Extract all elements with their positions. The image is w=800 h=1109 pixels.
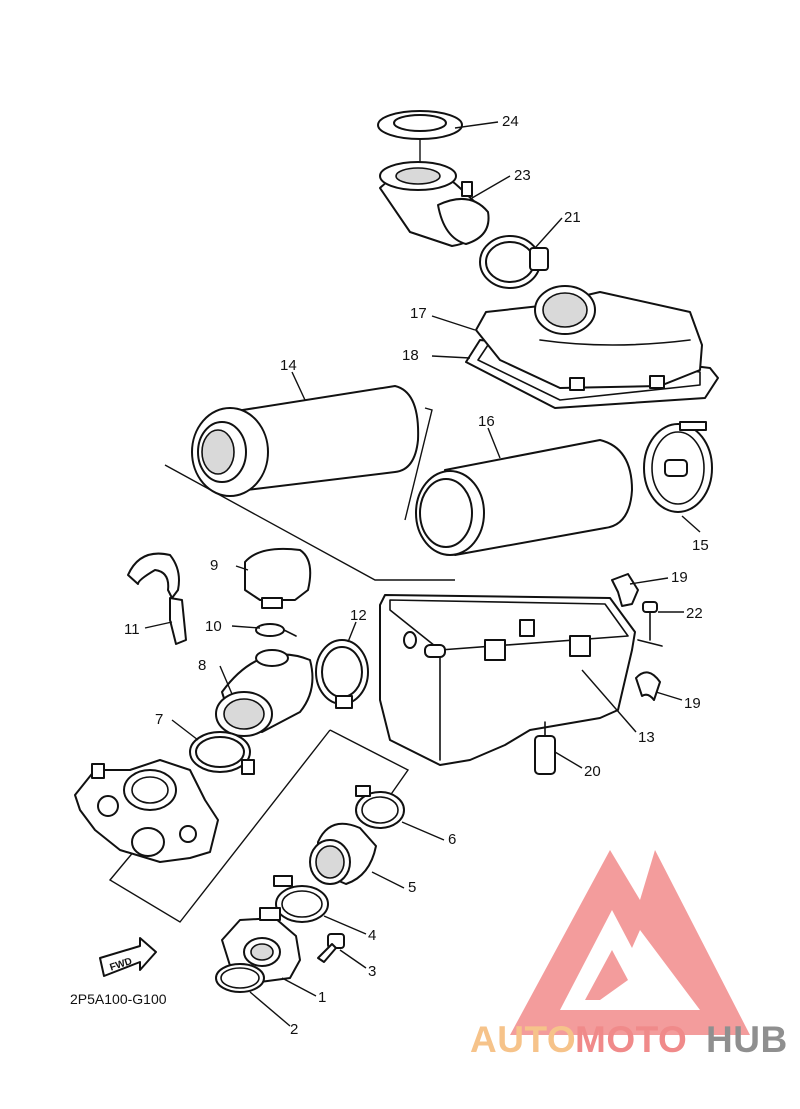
part-8-joint (215, 649, 314, 737)
callout-10: 10 (205, 618, 222, 635)
leader-lines (144, 121, 701, 1027)
callout-labels: 1 2 3 4 5 6 7 8 9 10 11 12 13 14 15 16 1… (124, 113, 709, 1038)
fwd-arrow-icon: FWD (99, 937, 157, 977)
part-15-end-cap (643, 421, 713, 513)
part-19-clip-lower (635, 671, 661, 701)
callout-19-lower: 19 (684, 695, 701, 712)
watermark-auto: AUTO (470, 1019, 576, 1060)
callout-11: 11 (124, 621, 140, 638)
throttle-body (74, 759, 219, 863)
part-3-bolt (317, 933, 345, 963)
part-13-airbox-case (379, 594, 636, 766)
part-23-intake-duct (379, 161, 490, 247)
diagram-code: 2P5A100-G100 (70, 991, 167, 1007)
part-11-hose (127, 552, 187, 645)
callout-7: 7 (155, 711, 163, 728)
part-9-cap (244, 547, 312, 609)
part-6-clamp (355, 785, 405, 829)
part-17-airbox-cover (475, 285, 703, 391)
part-21-clamp (479, 235, 549, 289)
part-24-seal (377, 110, 463, 140)
callout-2: 2 (290, 1021, 298, 1038)
callout-3: 3 (368, 963, 376, 980)
part-20-drain (534, 721, 556, 775)
callout-4: 4 (368, 927, 376, 944)
callout-23: 23 (514, 167, 531, 184)
part-16-filter-element (415, 439, 633, 556)
callout-1: 1 (318, 989, 326, 1006)
watermark-hub: HUB (706, 1019, 788, 1060)
part-10-o-ring (255, 623, 297, 637)
part-2-o-ring (215, 963, 265, 993)
callout-6: 6 (448, 831, 456, 848)
callout-24: 24 (502, 113, 519, 130)
part-12-clamp (315, 639, 369, 709)
callout-20: 20 (584, 763, 601, 780)
callout-5: 5 (408, 879, 416, 896)
callout-14: 14 (280, 357, 297, 374)
callout-16: 16 (478, 413, 495, 430)
callout-8: 8 (198, 657, 206, 674)
callout-19-upper: 19 (671, 569, 688, 586)
callout-12: 12 (350, 607, 367, 624)
part-7-clamp (189, 731, 255, 775)
part-14-filter-element (191, 385, 420, 497)
callout-18: 18 (402, 347, 419, 364)
watermark-moto: MOTO (575, 1019, 687, 1060)
part-4-clamp (273, 875, 329, 923)
watermark-logo (510, 850, 750, 1035)
part-19-clip-upper (611, 573, 639, 607)
callout-15: 15 (692, 537, 709, 554)
callout-9: 9 (210, 557, 218, 574)
part-5-intake-boot (309, 822, 377, 885)
callout-22: 22 (686, 605, 703, 622)
callout-13: 13 (638, 729, 655, 746)
callout-17: 17 (410, 305, 427, 322)
part-22-screw (637, 601, 663, 647)
callout-21: 21 (564, 209, 581, 226)
